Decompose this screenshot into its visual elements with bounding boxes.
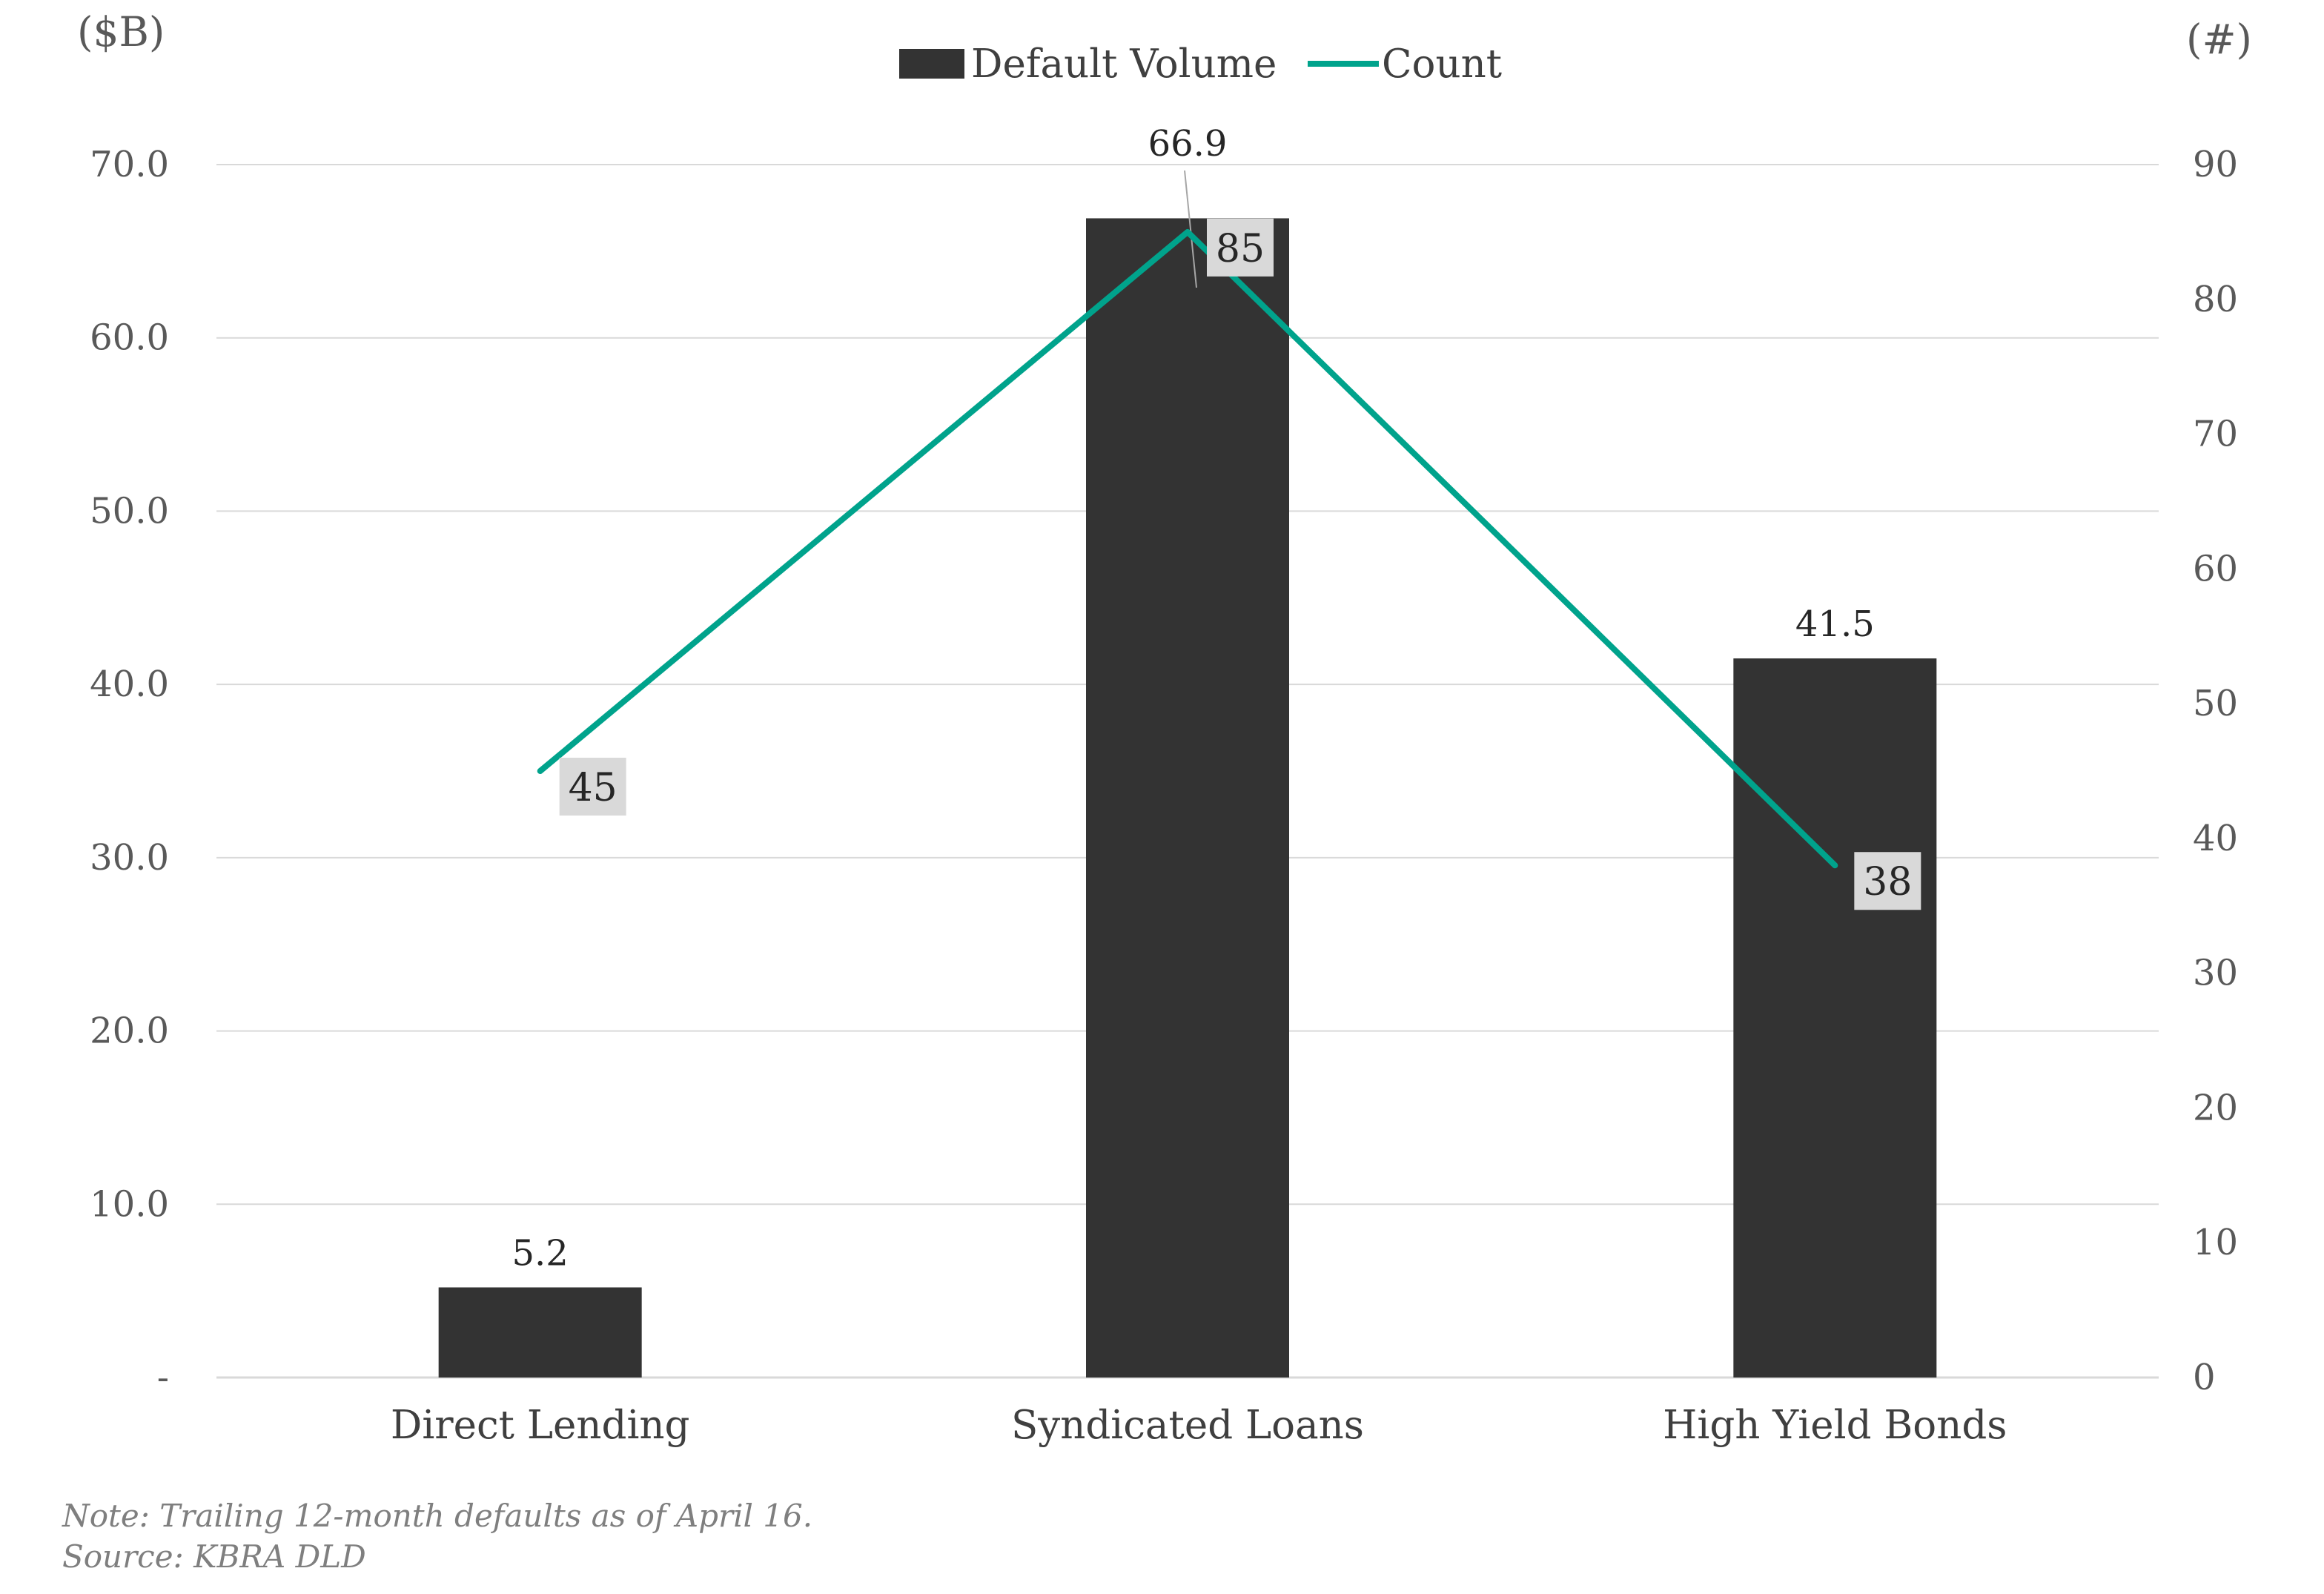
y-left-tick-label: 40.0: [90, 664, 169, 705]
bar-value-label: 41.5: [1795, 603, 1875, 645]
legend-swatch-default-volume: [899, 49, 964, 79]
count-value-label: 85: [1216, 227, 1265, 271]
count-value-label: 38: [1863, 860, 1912, 905]
count-value-label: 45: [569, 766, 618, 810]
count-label-box: [559, 758, 626, 816]
bar: [438, 1287, 642, 1378]
y-right-tick-label: 50: [2193, 683, 2238, 724]
bar: [1733, 658, 1937, 1378]
y-right-unit-label: (#): [2186, 16, 2252, 63]
y-right-tick-label: 70: [2193, 414, 2238, 455]
bar: [1086, 218, 1289, 1378]
y-right-tick-label: 40: [2193, 818, 2238, 859]
bar-value-label: 66.9: [1148, 123, 1228, 165]
y-right-tick-label: 30: [2193, 953, 2238, 994]
x-category-label: High Yield Bonds: [1663, 1403, 2007, 1448]
y-right-tick-label: 0: [2193, 1357, 2216, 1398]
footnote-note: Note: Trailing 12-month defaults as of A…: [62, 1498, 813, 1534]
bar-value-label: 5.2: [512, 1232, 568, 1274]
y-right-tick-label: 60: [2193, 548, 2238, 589]
count-label-box: [1207, 218, 1274, 277]
bar-label-leader-line: [1184, 170, 1197, 288]
y-left-tick-label: -: [157, 1357, 169, 1398]
y-left-tick-label: 10.0: [90, 1183, 169, 1225]
y-left-tick-label: 50.0: [90, 490, 169, 532]
y-right-tick-label: 10: [2193, 1222, 2238, 1263]
footnote-source: Source: KBRA DLD: [62, 1538, 366, 1575]
y-left-tick-label: 20.0: [90, 1011, 169, 1052]
x-category-label: Syndicated Loans: [1011, 1403, 1364, 1448]
count-label-box: [1854, 852, 1921, 910]
x-category-label: Direct Lending: [391, 1403, 690, 1448]
y-left-tick-label: 60.0: [90, 317, 169, 359]
legend-label-count: Count: [1382, 42, 1502, 87]
y-left-tick-label: 70.0: [90, 144, 169, 185]
legend-label-default-volume: Default Volume: [971, 42, 1277, 87]
y-right-tick-label: 90: [2193, 144, 2238, 185]
count-series-line: [537, 228, 1838, 869]
y-right-tick-label: 80: [2193, 279, 2238, 320]
y-right-tick-label: 20: [2193, 1087, 2238, 1128]
y-left-tick-label: 30.0: [90, 837, 169, 879]
y-left-unit-label: ($B): [77, 8, 165, 56]
